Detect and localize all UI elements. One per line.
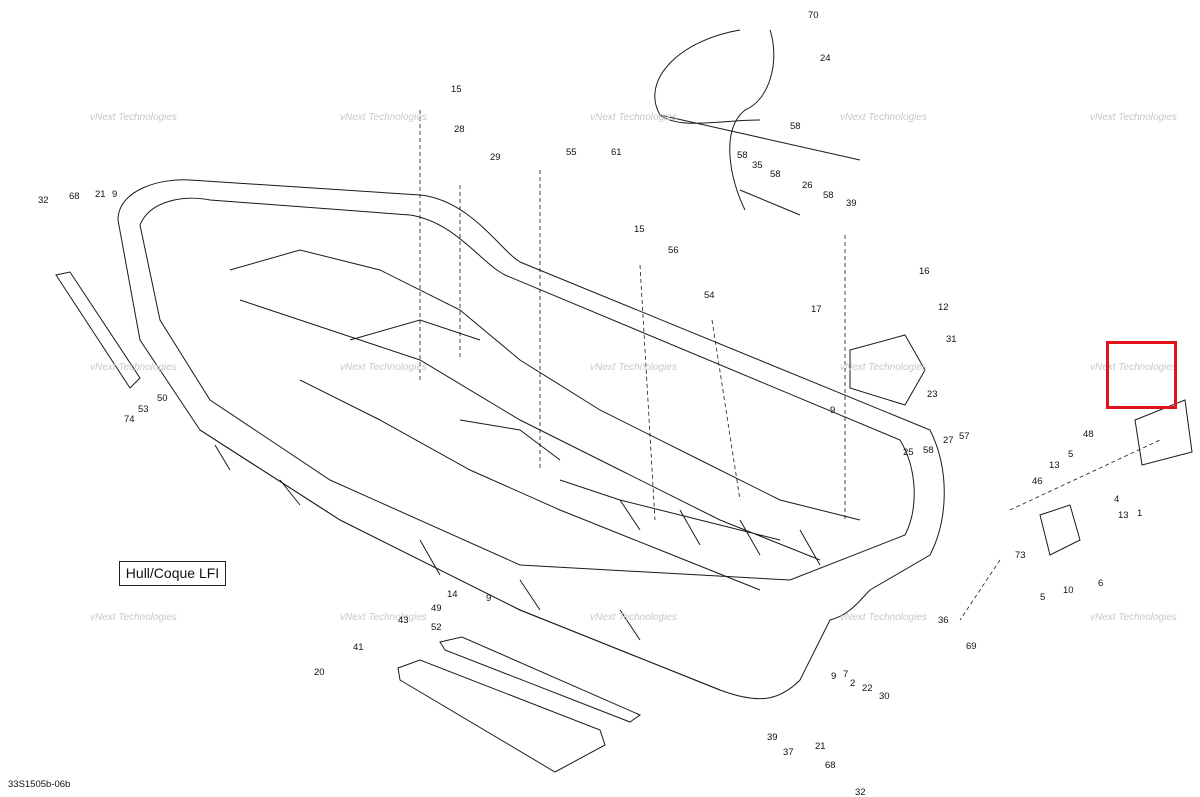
- callout-58: 58: [770, 169, 781, 180]
- watermark: vNext Technologies: [90, 362, 177, 373]
- callout-5: 5: [1068, 449, 1073, 460]
- callout-labels: 70 24 15 28 61 58 58 35 58 26 58 39 29 5…: [38, 10, 1142, 797]
- watermark: vNext Technologies: [590, 362, 677, 373]
- callout-15: 15: [451, 84, 462, 95]
- rail-bottom-right-part: [439, 636, 642, 723]
- highlight-box: [1106, 341, 1177, 409]
- callout-68: 68: [69, 191, 80, 202]
- callout-48: 48: [1083, 429, 1094, 440]
- callout-39: 39: [767, 732, 778, 743]
- callout-58: 58: [737, 150, 748, 161]
- callout-68: 68: [825, 760, 836, 771]
- callout-10: 10: [1063, 585, 1074, 596]
- callout-31: 31: [946, 334, 957, 345]
- callout-6: 6: [1098, 578, 1103, 589]
- callout-57: 57: [959, 431, 970, 442]
- callout-27: 27: [943, 435, 954, 446]
- callout-36: 36: [938, 615, 949, 626]
- callout-4: 4: [1114, 494, 1119, 505]
- callout-70: 70: [808, 10, 819, 21]
- watermark-group: vNext Technologies vNext Technologies vN…: [90, 112, 1177, 623]
- watermark: vNext Technologies: [590, 112, 677, 123]
- callout-24: 24: [820, 53, 831, 64]
- callout-22: 22: [862, 683, 873, 694]
- watermark: vNext Technologies: [840, 112, 927, 123]
- callout-21: 21: [95, 189, 106, 200]
- watermark: vNext Technologies: [1090, 362, 1177, 373]
- callout-46: 46: [1032, 476, 1043, 487]
- diagram-title-box: Hull/Coque LFI: [119, 561, 226, 586]
- callout-28: 28: [454, 124, 465, 135]
- watermark: vNext Technologies: [1090, 612, 1177, 623]
- rail-bottom-left-part: [397, 659, 606, 773]
- callout-16: 16: [919, 266, 930, 277]
- callout-39: 39: [846, 198, 857, 209]
- rail-left-part: [55, 271, 141, 389]
- callout-17: 17: [811, 304, 822, 315]
- callout-69: 69: [966, 641, 977, 652]
- watermark: vNext Technologies: [1090, 112, 1177, 123]
- watermark: vNext Technologies: [90, 112, 177, 123]
- callout-29: 29: [490, 152, 501, 163]
- watermark: vNext Technologies: [340, 112, 427, 123]
- watermark: vNext Technologies: [590, 612, 677, 623]
- callout-73: 73: [1015, 550, 1026, 561]
- callout-21: 21: [815, 741, 826, 752]
- callout-74: 74: [124, 414, 135, 425]
- watermark: vNext Technologies: [840, 362, 927, 373]
- callout-14: 14: [447, 589, 458, 600]
- callout-1: 1: [1137, 508, 1142, 519]
- hull-outline: [117, 179, 945, 700]
- callout-35: 35: [752, 160, 763, 171]
- callout-50: 50: [157, 393, 168, 404]
- callout-12: 12: [938, 302, 949, 313]
- callout-54: 54: [704, 290, 715, 301]
- callout-58: 58: [823, 190, 834, 201]
- callout-30: 30: [879, 691, 890, 702]
- callout-41: 41: [353, 642, 364, 653]
- hull-inner-rim: [139, 197, 915, 581]
- callout-5: 5: [1040, 592, 1045, 603]
- bracket-hinge-part: [1039, 504, 1081, 556]
- callout-23: 23: [927, 389, 938, 400]
- callout-58: 58: [923, 445, 934, 456]
- callout-13: 13: [1049, 460, 1060, 471]
- callout-37: 37: [783, 747, 794, 758]
- callout-58: 58: [790, 121, 801, 132]
- callout-55: 55: [566, 147, 577, 158]
- callout-32: 32: [38, 195, 49, 206]
- callout-9: 9: [831, 671, 836, 682]
- bracket-31-part: [849, 334, 926, 406]
- callout-52: 52: [431, 622, 442, 633]
- callout-61: 61: [611, 147, 622, 158]
- callout-7: 7: [843, 669, 848, 680]
- callout-9: 9: [486, 593, 491, 604]
- callout-2: 2: [850, 678, 855, 689]
- callout-26: 26: [802, 180, 813, 191]
- bracket-plate-part: [1134, 399, 1193, 466]
- callout-49: 49: [431, 603, 442, 614]
- hull-floor-detail: [229, 249, 861, 591]
- callout-15: 15: [634, 224, 645, 235]
- callout-32: 32: [855, 787, 866, 797]
- callout-13: 13: [1118, 510, 1129, 521]
- hose-assembly: [654, 29, 861, 216]
- watermark: vNext Technologies: [840, 612, 927, 623]
- callout-25: 25: [903, 447, 914, 458]
- callout-53: 53: [138, 404, 149, 415]
- callout-20: 20: [314, 667, 325, 678]
- callout-56: 56: [668, 245, 679, 256]
- callout-9: 9: [830, 405, 835, 416]
- callout-43: 43: [398, 615, 409, 626]
- hull-side-panel: [199, 429, 721, 691]
- callout-9: 9: [112, 189, 117, 200]
- watermark: vNext Technologies: [340, 612, 427, 623]
- diagram-reference-code: 33S1505b-06b: [8, 779, 71, 790]
- watermark: vNext Technologies: [90, 612, 177, 623]
- watermark: vNext Technologies: [340, 362, 427, 373]
